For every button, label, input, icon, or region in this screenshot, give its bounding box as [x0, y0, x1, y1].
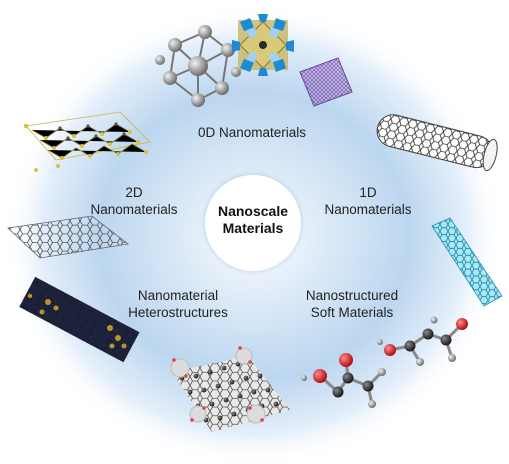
center-title-line1: Nanoscale	[217, 203, 289, 219]
label-2d-line2: Nanomaterials	[90, 202, 178, 217]
label-2d-nanomaterials: 2D Nanomaterials	[84, 184, 184, 218]
center-circle	[205, 175, 301, 271]
one-d-carbon-nanotube-illustration	[376, 114, 498, 172]
label-2d-line1: 2D	[125, 185, 143, 200]
one-d-nanoribbon-illustration	[431, 217, 503, 307]
zero-d-cluster-illustration	[155, 25, 241, 107]
heterostructure-graphene-molecules-illustration	[170, 346, 290, 432]
label-0d-nanomaterials: 0D Nanomaterials	[182, 124, 322, 141]
label-0d-line1: 0D Nanomaterials	[197, 125, 307, 140]
label-nanostructured-soft-materials: Nanostructured Soft Materials	[290, 287, 414, 321]
label-hetero-line1: Nanomaterial	[137, 288, 219, 303]
label-hetero-line2: Heterostructures	[128, 305, 228, 320]
label-soft-line2: Soft Materials	[310, 305, 394, 320]
soft-materials-molecule-illustration	[301, 316, 468, 408]
zero-d-cage-illustration	[232, 14, 294, 76]
zero-d-crystal-illustration	[299, 57, 353, 107]
label-soft-line1: Nanostructured	[305, 288, 399, 303]
two-d-mos2-sheet-illustration	[23, 111, 151, 172]
label-1d-nanomaterials: 1D Nanomaterials	[318, 184, 418, 218]
center-title-line2: Materials	[222, 220, 284, 236]
label-1d-line2: Nanomaterials	[324, 202, 412, 217]
label-nanomaterial-heterostructures: Nanomaterial Heterostructures	[112, 287, 244, 321]
label-1d-line1: 1D	[359, 185, 377, 200]
two-d-graphene-sheet-illustration	[7, 215, 129, 259]
center-title: Nanoscale Materials	[205, 203, 301, 237]
heterostructure-tube-illustration	[19, 276, 140, 363]
